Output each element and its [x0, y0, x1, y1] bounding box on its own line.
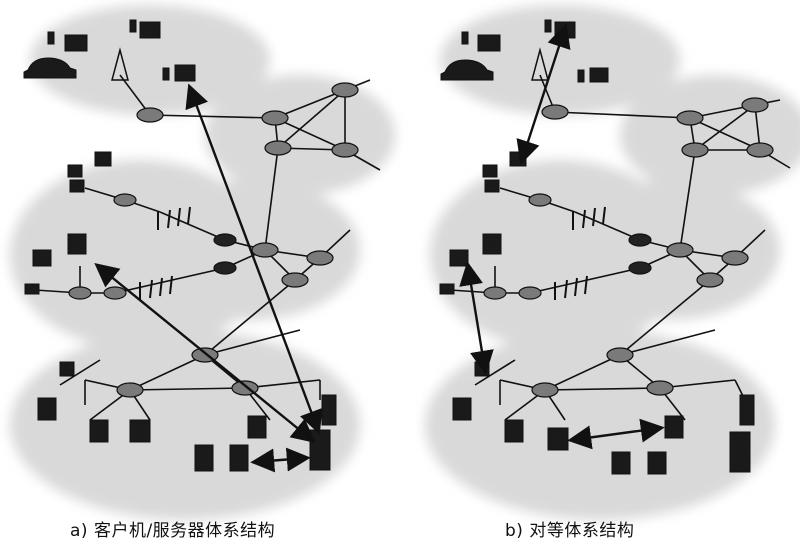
laptop-icon [439, 283, 455, 295]
server-icon [739, 394, 755, 426]
desktop-icon [474, 361, 490, 377]
desktop-icon [482, 164, 498, 178]
router-icon [666, 242, 694, 258]
laptop-icon [664, 415, 684, 439]
bidirectional-arrow-icon [459, 261, 494, 375]
desktop-icon [482, 233, 502, 255]
router-icon [213, 233, 237, 247]
communication-arrows [94, 83, 323, 473]
server-icon [321, 394, 337, 426]
router-icon [741, 97, 769, 113]
router-icon [606, 347, 634, 363]
bidirectional-arrow-icon [567, 418, 665, 450]
laptop-icon [194, 444, 214, 472]
laptop-icon [449, 249, 469, 267]
bidirectional-arrow-icon [94, 262, 316, 444]
router-icon [113, 193, 137, 207]
router-icon [646, 380, 674, 396]
laptop-icon [589, 67, 609, 83]
router-icon [518, 286, 542, 300]
router-icon [721, 250, 749, 266]
router-icon [261, 110, 289, 126]
server-icon [309, 429, 331, 471]
antenna-icon [111, 47, 129, 81]
laptop-icon [477, 34, 501, 52]
router-icon [676, 110, 704, 126]
desktop-icon [504, 419, 524, 443]
phone-icon [577, 69, 585, 83]
router-icon [264, 140, 292, 156]
wireless-antennas [554, 206, 606, 300]
router-icon [696, 272, 724, 288]
phone-icon [47, 31, 55, 45]
router-icon [136, 107, 164, 123]
desktop-icon [547, 427, 569, 451]
desktop-icon [484, 179, 500, 193]
laptop-icon [64, 34, 88, 52]
phone-icon [162, 67, 170, 81]
caption-peer-to-peer: b) 对等体系结构 [505, 521, 635, 541]
panel-client-server [10, 5, 395, 520]
router-icon [541, 104, 569, 120]
router-icon [103, 286, 127, 300]
desktop-icon [94, 151, 112, 167]
router-icon [306, 250, 334, 266]
caption-client-server: a) 客户机/服务器体系结构 [70, 521, 276, 541]
desktop-icon [59, 361, 75, 377]
router-icon [68, 286, 92, 300]
phone-icon [129, 19, 137, 33]
laptop-icon [229, 444, 249, 472]
car-icon [440, 59, 494, 81]
laptop-icon [647, 451, 667, 475]
desktop-icon [67, 164, 83, 178]
desktop-icon [89, 419, 109, 443]
router-icon [746, 142, 774, 158]
bidirectional-arrow-icon [250, 447, 311, 473]
bidirectional-arrow-icon [516, 23, 571, 165]
phone-icon [544, 19, 552, 33]
desktop-icon [67, 233, 87, 255]
router-icon [331, 82, 359, 98]
router-icon [251, 242, 279, 258]
laptop-icon [247, 415, 267, 439]
router-icon [528, 193, 552, 207]
desktop-icon [129, 419, 151, 443]
cloud-regions [10, 5, 395, 520]
server-icon [729, 431, 751, 473]
phone-icon [461, 31, 469, 45]
router-icon [531, 382, 559, 398]
router-icon [681, 142, 709, 158]
router-icon [213, 261, 237, 275]
router-icon [628, 261, 652, 275]
router-icon [628, 233, 652, 247]
router-icon [116, 382, 144, 398]
router-icon [331, 142, 359, 158]
desktop-icon [37, 397, 57, 421]
router-icon [483, 286, 507, 300]
desktop-icon [69, 179, 85, 193]
panel-peer-to-peer [425, 5, 800, 520]
laptop-icon [174, 64, 196, 82]
laptop-icon [32, 249, 52, 267]
laptop-icon [24, 283, 40, 295]
laptop-icon [611, 451, 631, 475]
desktop-icon [452, 397, 472, 421]
car-icon [23, 57, 77, 79]
communication-arrows [459, 23, 665, 450]
laptop-icon [139, 21, 161, 39]
router-icon [281, 272, 309, 288]
